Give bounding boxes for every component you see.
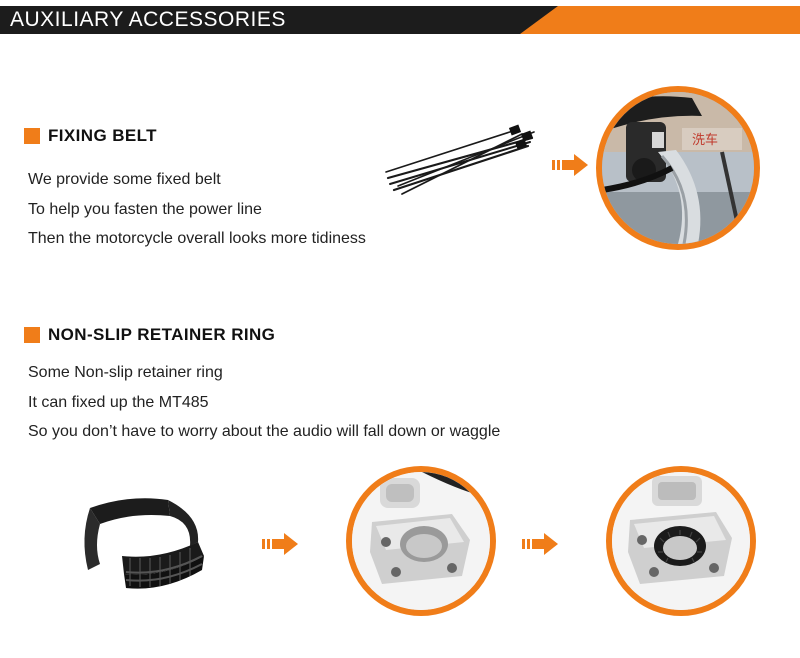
clamp-without-ring-photo [346, 466, 496, 616]
section-retainer-ring-heading: NON-SLIP RETAINER RING [24, 325, 275, 345]
section-fixing-belt-heading: FIXING BELT [24, 126, 157, 146]
section-text-line: It can fixed up the MT485 [28, 394, 209, 411]
section-text-line: To help you fasten the power line [28, 201, 262, 218]
square-bullet-icon [24, 327, 40, 343]
motorcycle-handlebar-photo: 洗车 [596, 86, 760, 250]
page-title: AUXILIARY ACCESSORIES [10, 8, 286, 31]
square-bullet-icon [24, 128, 40, 144]
section-text-line: Then the motorcycle overall looks more t… [28, 230, 366, 247]
section-text-line: We provide some fixed belt [28, 171, 221, 188]
arrow-right-icon [522, 533, 558, 555]
arrow-right-icon [552, 154, 588, 176]
header-banner: AUXILIARY ACCESSORIES [0, 0, 800, 38]
section-text-line: Some Non-slip retainer ring [28, 364, 223, 381]
svg-text:洗车: 洗车 [692, 132, 718, 148]
section-text-line: So you don’t have to worry about the aud… [28, 423, 501, 440]
clamp-with-ring-photo [606, 466, 756, 616]
cable-ties-image [385, 124, 535, 195]
banner-orange-accent [520, 6, 800, 34]
retainer-ring-image [84, 498, 204, 589]
arrow-right-icon [262, 533, 298, 555]
section-title: FIXING BELT [48, 126, 157, 145]
section-title: NON-SLIP RETAINER RING [48, 325, 276, 344]
